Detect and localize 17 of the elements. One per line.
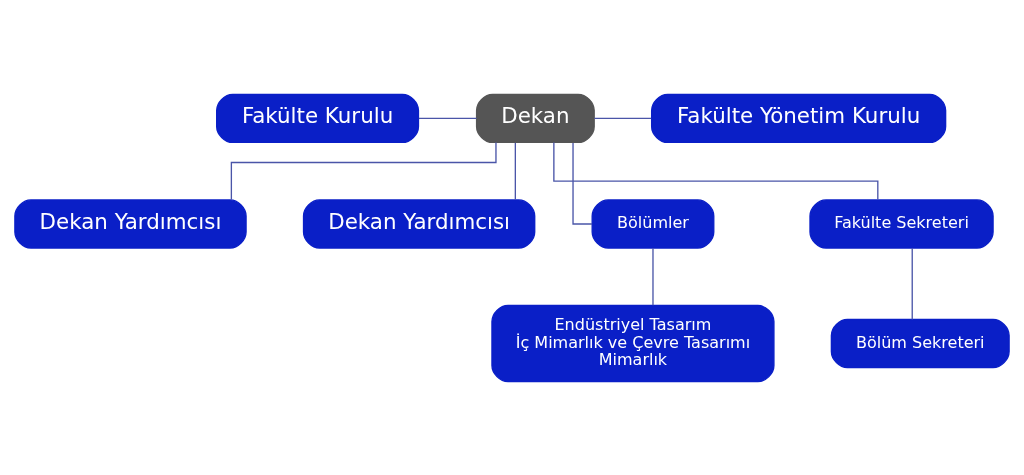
connector <box>593 117 652 119</box>
connector <box>553 141 879 200</box>
node-box: Endüstriyel Tasarım İç Mimarlık ve Çevre Tasarımı Mimarlık <box>491 304 775 382</box>
node-box: Bölümler <box>591 198 715 249</box>
connector <box>652 247 654 306</box>
node-box: Fakülte Sekreteri <box>809 198 994 249</box>
connector <box>418 117 478 119</box>
connector <box>572 141 593 225</box>
connector <box>230 141 497 200</box>
node-box: Fakülte Kurulu <box>216 93 420 143</box>
connector <box>514 141 516 200</box>
node-box: Dekan <box>475 93 595 143</box>
node-box: Bölüm Sekreteri <box>830 318 1010 368</box>
connector <box>911 247 913 320</box>
node-box: Dekan Yardımcısı <box>14 198 247 249</box>
node-box: Dekan Yardımcısı <box>302 198 536 249</box>
node-box: Fakülte Yönetim Kurulu <box>651 93 947 143</box>
